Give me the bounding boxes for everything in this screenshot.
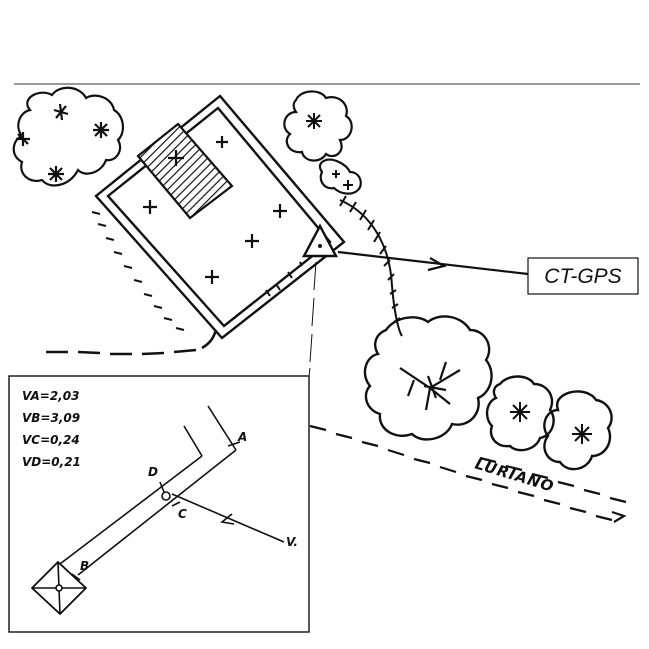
value-vc: VC=0,24 bbox=[22, 433, 80, 447]
inset-leader-dashed bbox=[308, 261, 317, 377]
callout-box bbox=[527, 257, 639, 295]
inset-corridor bbox=[51, 405, 237, 576]
pyramid-icon bbox=[30, 560, 88, 616]
value-vd: VD=0,21 bbox=[22, 455, 81, 469]
hedge-hatching-left bbox=[91, 211, 185, 331]
road-luriano bbox=[309, 424, 627, 523]
tree-cluster-top-left bbox=[12, 86, 124, 187]
point-label-d: D bbox=[148, 465, 158, 479]
callout-arrow bbox=[337, 250, 529, 276]
tree-star-icon bbox=[572, 424, 592, 444]
driveway-curve bbox=[339, 195, 403, 337]
tree-star-icon bbox=[510, 402, 530, 422]
callout-label: CT-GPS bbox=[544, 265, 621, 288]
facade-tick-marks bbox=[265, 261, 303, 297]
road-name-label: LURIANO bbox=[473, 455, 557, 496]
tree-star-icon bbox=[16, 103, 109, 182]
gps-marker-icon bbox=[302, 223, 338, 258]
point-label-b: B bbox=[80, 559, 89, 573]
inset-v-arrow bbox=[171, 493, 285, 543]
building-interior-crosses bbox=[143, 136, 287, 284]
value-va: VA=2,03 bbox=[22, 389, 79, 403]
tree-top-center bbox=[283, 90, 362, 195]
inset-values: VA=2,03 VB=3,09 VC=0,24 VD=0,21 bbox=[22, 389, 81, 469]
tree-small-right bbox=[543, 390, 613, 471]
tree-branch-icon bbox=[399, 361, 461, 411]
point-label-v: V. bbox=[286, 535, 298, 549]
tree-large-right bbox=[363, 315, 493, 441]
tree-medium-right bbox=[485, 375, 555, 452]
boundary-dashed-path bbox=[46, 329, 218, 356]
point-label-c: C bbox=[178, 507, 187, 521]
tree-star-icon bbox=[306, 113, 353, 190]
value-vb: VB=3,09 bbox=[22, 411, 80, 425]
inset-point-markers bbox=[71, 441, 241, 581]
building-outline bbox=[94, 94, 346, 340]
point-label-a: A bbox=[237, 430, 247, 444]
building-hatched-block bbox=[136, 122, 234, 220]
